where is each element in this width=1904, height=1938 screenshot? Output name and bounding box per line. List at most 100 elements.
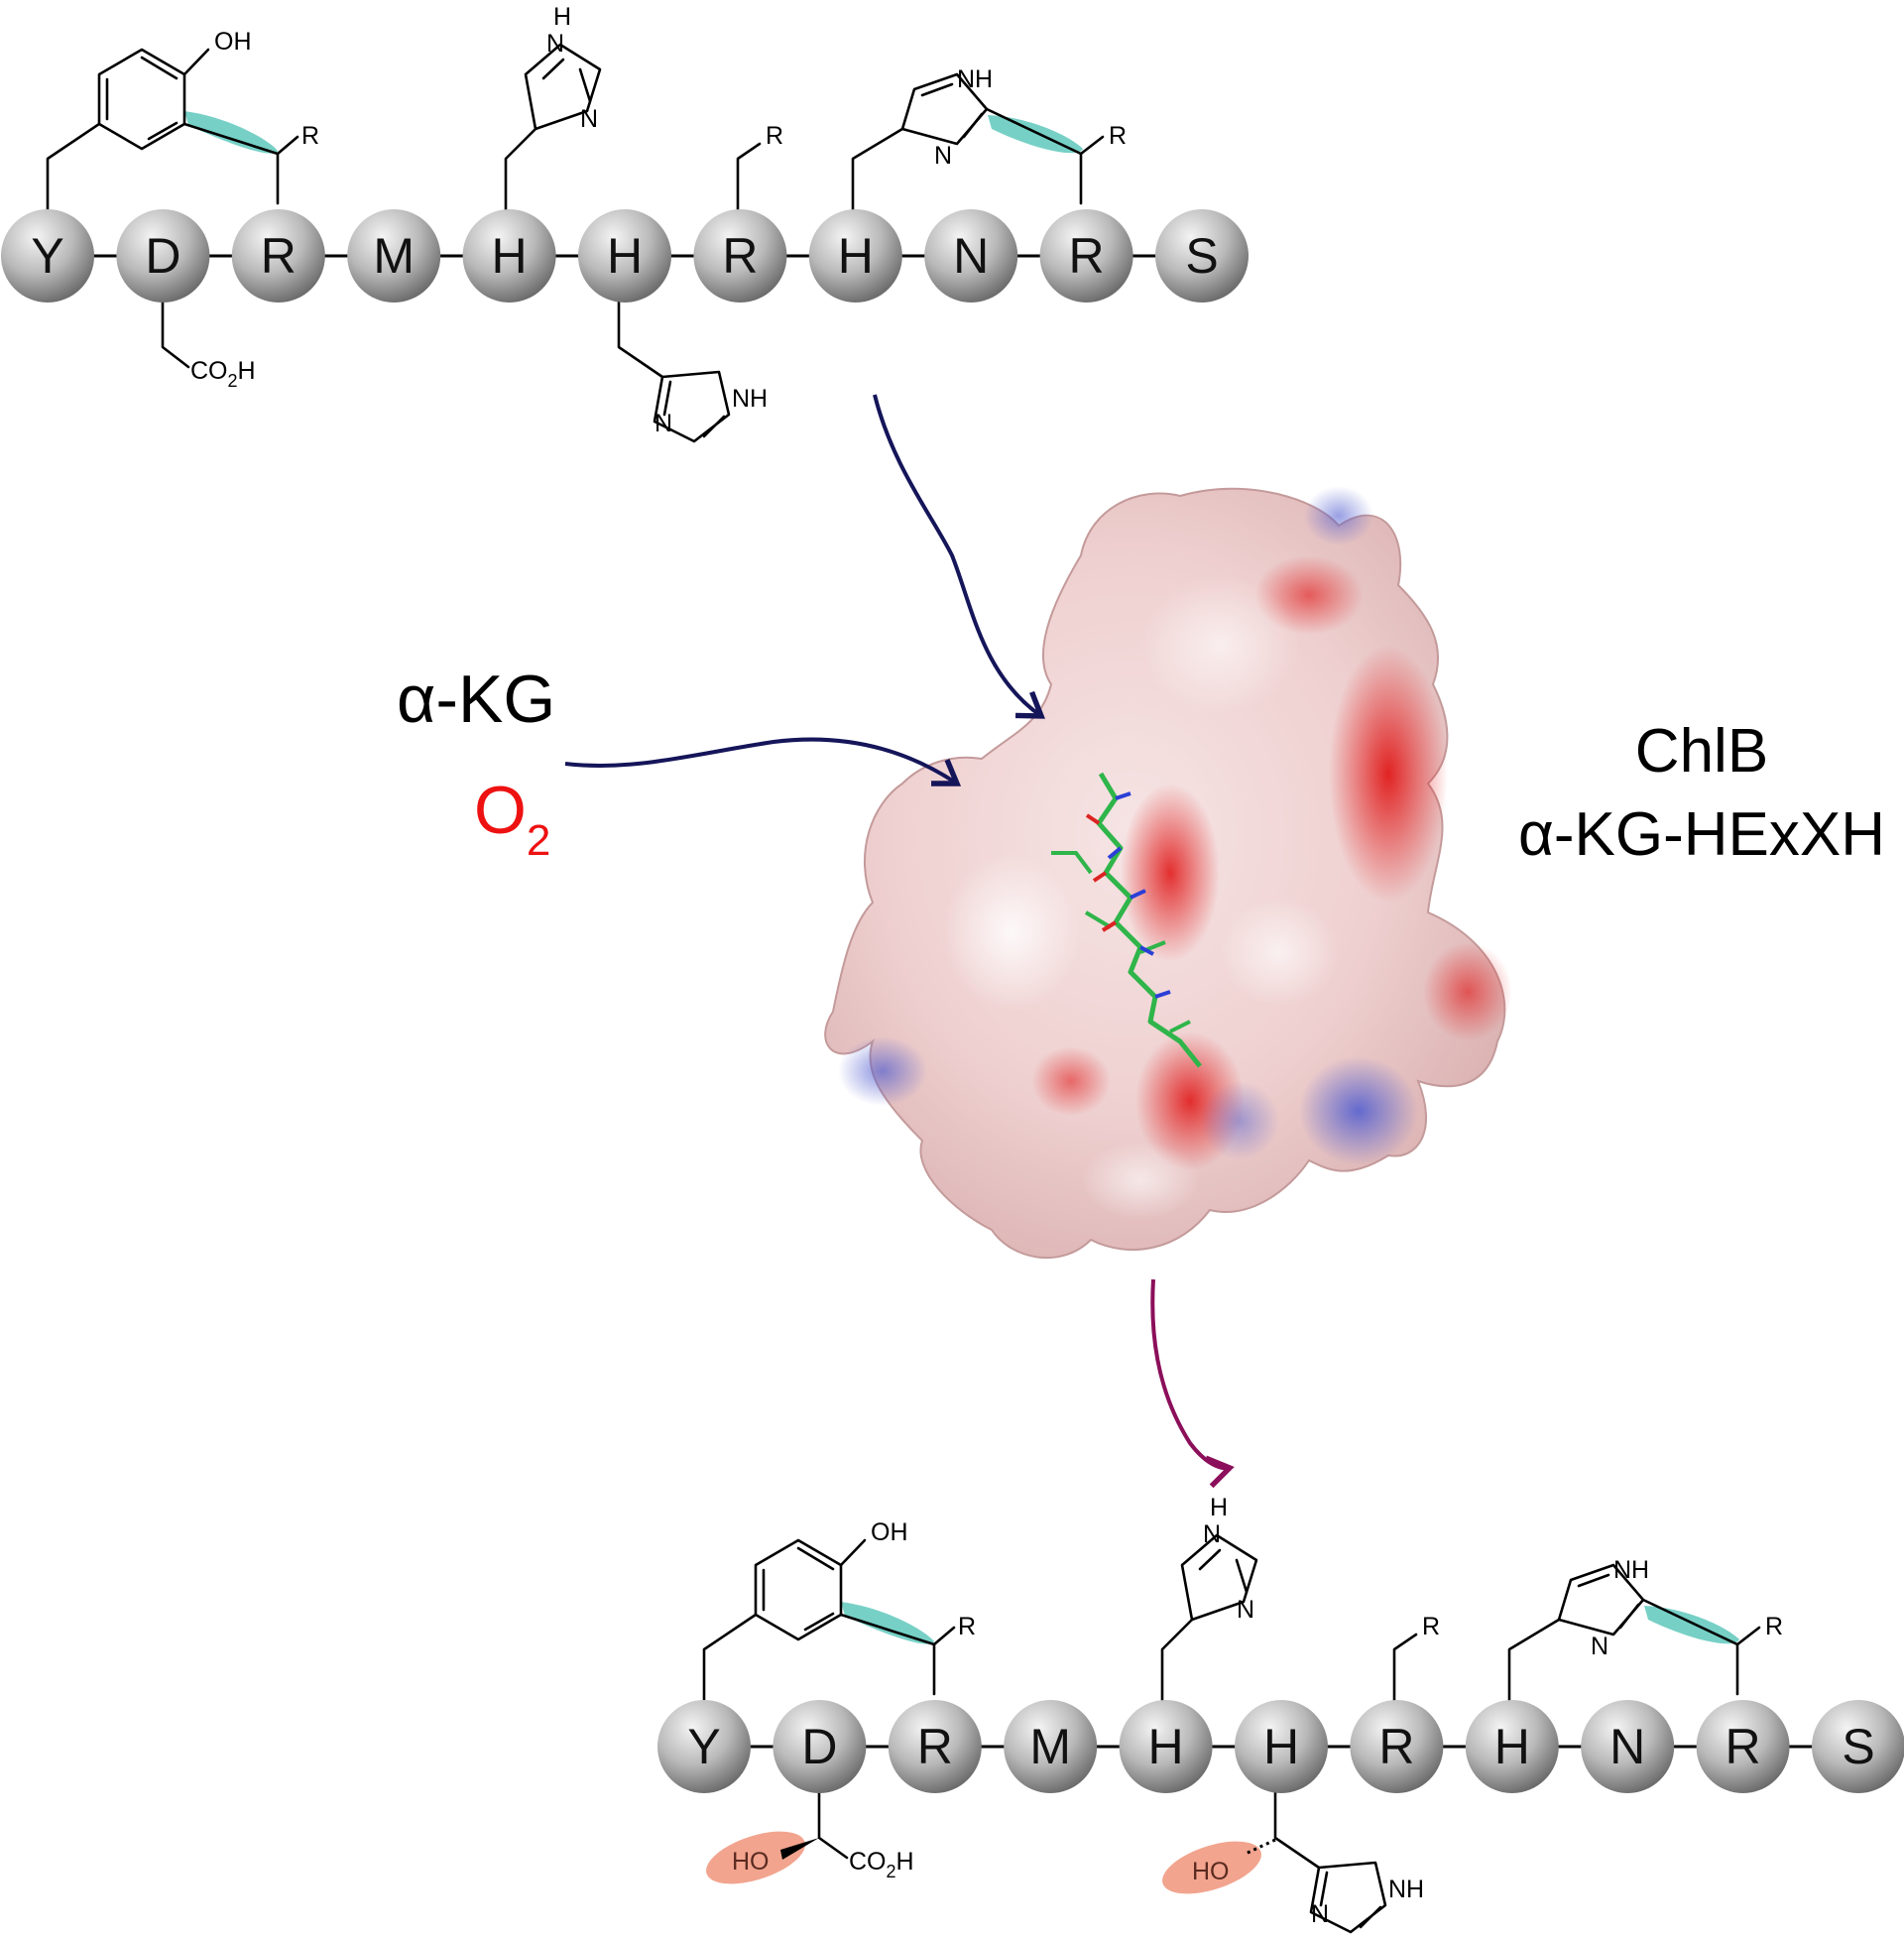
residue-letter: S — [1185, 228, 1218, 284]
residue-y-1: Y — [1, 209, 94, 303]
enzyme-class: α-KG-HExXH — [1518, 800, 1885, 869]
label-r: R — [1765, 1613, 1783, 1640]
label-nh: NH — [957, 65, 993, 93]
residue-r-10: R — [1696, 1700, 1790, 1793]
label-co2h: CO2H — [849, 1848, 914, 1881]
residue-letter: H — [1494, 1719, 1530, 1774]
label-nh: NH — [1388, 1876, 1424, 1903]
hydroxyl-highlight-asp — [706, 1831, 805, 1884]
residue-letter: H — [607, 228, 643, 284]
residue-bead — [693, 209, 787, 303]
residue-letter: R — [1378, 1719, 1414, 1774]
residue-d-2: D — [116, 209, 210, 303]
residue-m-4: M — [1004, 1700, 1098, 1793]
residue-n-9: N — [924, 209, 1018, 303]
hydroxylation-highlights — [706, 1831, 1261, 1894]
residue-bead — [1581, 1700, 1675, 1793]
residue-letter: N — [953, 228, 989, 284]
residue-h-8: H — [1465, 1700, 1559, 1793]
residue-letter: S — [1842, 1719, 1874, 1774]
label-imidazole-n: N — [546, 30, 564, 58]
label-nh: NH — [1613, 1556, 1649, 1584]
residue-r-3: R — [888, 1700, 982, 1793]
residue-r-7: R — [1350, 1700, 1444, 1793]
o2-label: O2 — [474, 773, 550, 865]
reaction-arrows — [564, 394, 1235, 1489]
label-n: N — [934, 142, 952, 170]
chem-labels: OH R H N N R NH N R NH N CO2H HO HO — [732, 1494, 1783, 1928]
residue-bead — [347, 209, 441, 303]
residue-letter: H — [1263, 1719, 1299, 1774]
label-imidazole-n: N — [1203, 1520, 1221, 1548]
residue-bead — [657, 1700, 751, 1793]
label-r: R — [766, 122, 783, 150]
label-oh: OH — [871, 1518, 908, 1546]
bound-peptide-sticks — [1051, 772, 1202, 1068]
residue-bead — [1039, 209, 1133, 303]
side-chain-structures — [46, 43, 1105, 443]
label-r: R — [1109, 122, 1127, 150]
residue-bead — [1812, 1700, 1904, 1793]
residue-bead — [116, 209, 210, 303]
label-r: R — [301, 122, 319, 150]
chlb-protein-surface — [824, 486, 1512, 1260]
residue-bead — [1004, 1700, 1098, 1793]
residue-bead — [231, 209, 325, 303]
residue-m-4: M — [347, 209, 441, 303]
residue-n-9: N — [1581, 1700, 1675, 1793]
label-ho-his: HO — [1192, 1858, 1230, 1885]
label-n: N — [1591, 1633, 1608, 1660]
residue-r-10: R — [1039, 209, 1133, 303]
product-arrow — [1150, 1278, 1235, 1489]
residue-h-5: H — [462, 209, 556, 303]
chem-labels: OH R H N N R NH N R NH N CO2H — [190, 3, 1127, 437]
residue-h-6: H — [578, 209, 671, 303]
residue-bead — [462, 209, 556, 303]
residue-letter: H — [838, 228, 874, 284]
label-ho-asp: HO — [732, 1848, 770, 1876]
residue-letter: R — [722, 228, 758, 284]
residue-bead — [1235, 1700, 1328, 1793]
residue-letter: R — [917, 1719, 953, 1774]
label-r: R — [958, 1613, 976, 1640]
residue-s-11: S — [1155, 209, 1249, 303]
label-n: N — [1311, 1900, 1329, 1928]
label-n: N — [654, 410, 672, 437]
label-imidazole-n2: N — [580, 105, 598, 133]
crosslink-highlight-tyr-arg — [841, 1602, 934, 1644]
enzyme-name: ChlB — [1635, 717, 1768, 786]
label-nh: NH — [732, 385, 768, 413]
side-chain-structures — [702, 1533, 1761, 1934]
residue-bead — [888, 1700, 982, 1793]
residue-h-5: H — [1119, 1700, 1213, 1793]
residue-letter: Y — [31, 228, 63, 284]
label-imidazole-h: H — [553, 3, 571, 31]
residue-d-2: D — [773, 1700, 867, 1793]
cosubstrate-arrow — [564, 737, 962, 787]
residue-h-8: H — [808, 209, 902, 303]
label-r: R — [1422, 1613, 1440, 1640]
residue-bead — [924, 209, 1018, 303]
residue-letter: Y — [687, 1719, 720, 1774]
label-oh: OH — [214, 28, 252, 56]
residue-bead — [1119, 1700, 1213, 1793]
label-imidazole-n2: N — [1237, 1596, 1254, 1624]
residue-r-3: R — [231, 209, 325, 303]
residue-bead — [1, 209, 94, 303]
residue-bead — [1155, 209, 1249, 303]
residue-letter: H — [1148, 1719, 1184, 1774]
residue-bead — [1696, 1700, 1790, 1793]
crosslink-highlight-tyr-arg — [184, 111, 278, 154]
residue-letter: R — [1069, 228, 1105, 284]
label-co2h: CO2H — [190, 357, 256, 391]
residue-r-7: R — [693, 209, 787, 303]
residue-y-1: Y — [657, 1700, 751, 1793]
residue-letter: N — [1609, 1719, 1645, 1774]
residue-letter: R — [261, 228, 297, 284]
residue-bead — [773, 1700, 867, 1793]
residue-bead — [578, 209, 671, 303]
